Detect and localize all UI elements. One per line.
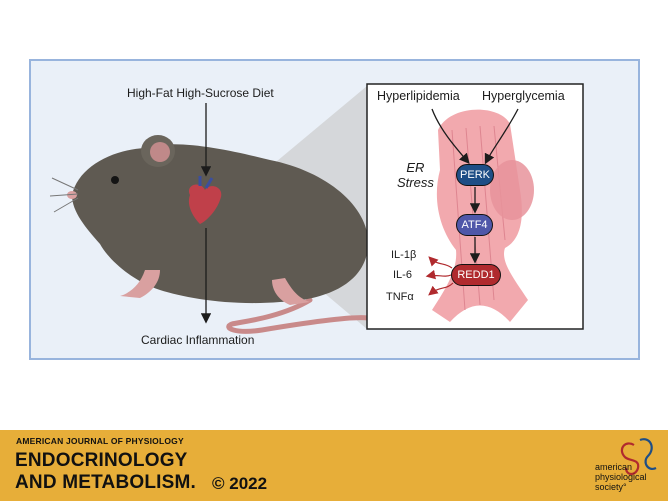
cytokine-tnfa: TNFα (386, 291, 414, 303)
copyright-year: © 2022 (212, 474, 268, 493)
atf4-node: ATF4 (456, 214, 493, 236)
society-line2: physiological (595, 472, 647, 482)
er-stress-line1: ER (406, 160, 425, 175)
hyperglycemia-label: Hyperglycemia (482, 89, 565, 103)
society-line3: society° (595, 482, 627, 492)
mouse-tail (226, 297, 371, 334)
diet-label: High-Fat High-Sucrose Diet (127, 86, 274, 100)
hyperlipidemia-label: Hyperlipidemia (377, 89, 460, 103)
il1b-arrow (428, 256, 453, 269)
hyperlipidemia-to-perk-arrow (431, 108, 470, 164)
er-stress-line2: Stress (397, 175, 434, 190)
mouse (49, 135, 369, 305)
tnfa-arrow (428, 282, 454, 296)
aps-logo-icon (620, 442, 640, 476)
cytokine-il1b: IL-1β (391, 249, 417, 261)
er-stress-label: ER Stress (397, 160, 434, 190)
perk-node: PERK (456, 164, 494, 186)
journal-header: AMERICAN JOURNAL OF PHYSIOLOGY (16, 436, 184, 446)
hyperglycemia-to-perk-arrow (484, 108, 519, 165)
journal-footer: AMERICAN JOURNAL OF PHYSIOLOGY ENDOCRINO… (0, 430, 668, 501)
il6-arrow (425, 269, 452, 280)
cardiac-inflammation-label: Cardiac Inflammation (141, 333, 255, 347)
cytokine-il6: IL-6 (393, 269, 412, 281)
journal-title-line2: AND METABOLISM. (15, 472, 197, 493)
society-line1: american (595, 462, 633, 472)
redd1-node: REDD1 (451, 264, 501, 286)
journal-title-line1: ENDOCRINOLOGY (15, 450, 188, 471)
